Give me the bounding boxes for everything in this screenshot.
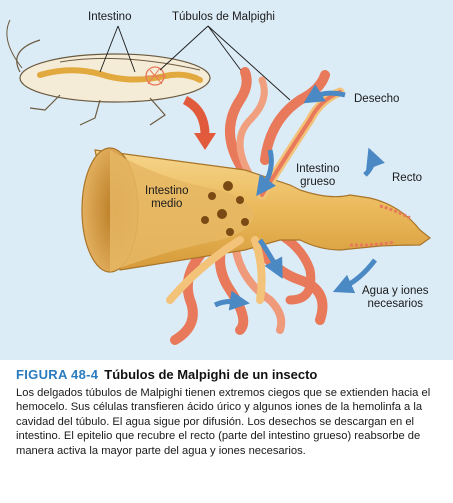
caption-body: Los delgados túbulos de Malpighi tienen … (16, 387, 431, 457)
label-agua-iones: Agua y iones necesarios (362, 285, 429, 310)
illustration-panel: Intestino Túbulos de Malpighi Desecho In… (0, 0, 453, 360)
malpighi-illustration (6, 19, 432, 345)
flow-arrows (213, 84, 385, 311)
label-intestino-grueso: Intestino grueso (296, 163, 340, 188)
label-tubulos-malpighi: Túbulos de Malpighi (172, 11, 275, 23)
tubules-front (166, 87, 345, 304)
figure-caption: FIGURA 48-4 Túbulos de Malpighi de un ins… (16, 366, 444, 458)
figure-title: Túbulos de Malpighi de un insecto (104, 367, 318, 382)
figure-number: FIGURA 48-4 (16, 367, 99, 382)
caption-heading: FIGURA 48-4 Túbulos de Malpighi de un ins… (16, 366, 444, 384)
label-recto: Recto (392, 172, 423, 184)
label-intestino: Intestino (88, 11, 132, 23)
insect-drawing (6, 19, 211, 126)
zoom-arrow (182, 95, 210, 136)
gut-tube (81, 147, 432, 273)
label-intestino-medio: Intestino medio (145, 185, 189, 210)
label-desecho: Desecho (354, 93, 400, 105)
